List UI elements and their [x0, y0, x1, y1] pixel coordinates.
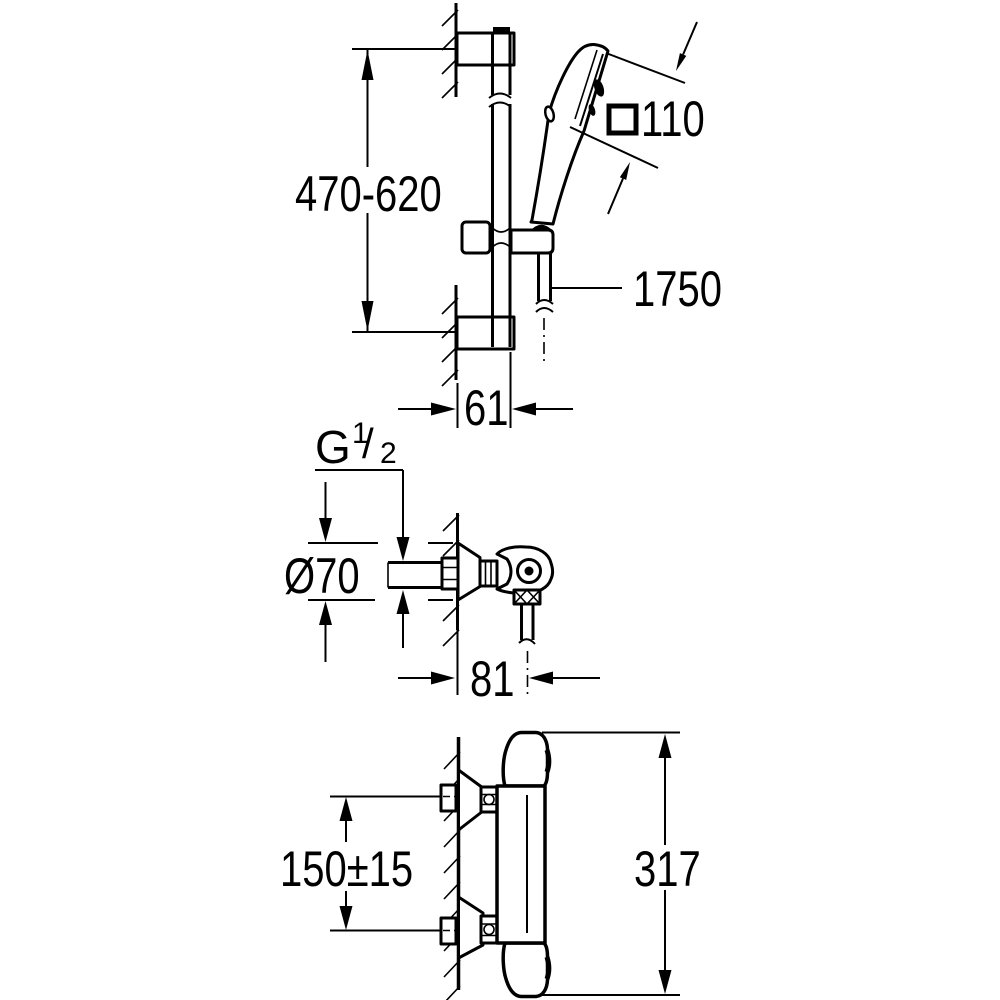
head-size-label: 110 — [641, 91, 705, 147]
thread-slash-label: / — [362, 420, 374, 467]
valve-hose-break — [518, 638, 536, 645]
shower-hose — [537, 253, 552, 301]
escutcheon-cone-bottom — [457, 895, 485, 960]
valve-hose — [520, 604, 535, 640]
shower-button — [543, 105, 556, 123]
supply-pipe — [388, 561, 442, 589]
hose-union-nut — [512, 588, 542, 606]
shower-face-line-2 — [574, 49, 598, 120]
hose-length-label: 1750 — [633, 261, 722, 317]
adjusting-collar — [478, 559, 499, 588]
holder-arm — [509, 228, 555, 255]
wall-offset-label: 61 — [464, 380, 508, 436]
thread-denominator-label: 2 — [380, 437, 397, 470]
slider-knob — [460, 220, 492, 255]
thermostat-side-view: 150±15 317 — [280, 730, 701, 1000]
inlet-nut-top — [439, 783, 458, 813]
hand-shower — [529, 42, 610, 226]
wall-hatching — [441, 9, 459, 387]
valve-side-view: G 1 / 2 Ø70 81 — [284, 417, 600, 707]
rosette-diameter-label: Ø70 — [284, 548, 360, 604]
hose-length-dimension: 1750 — [550, 261, 722, 317]
overall-height-dimension: 317 — [540, 731, 701, 996]
inlet-spacing-dimension: 150±15 — [280, 797, 413, 930]
rail-break-mark — [488, 92, 512, 108]
spray-detail-dot — [593, 79, 605, 97]
valve-outlet-dot — [524, 566, 534, 576]
rail-height-label: 470-620 — [295, 166, 442, 222]
rail-end-cap — [493, 27, 510, 34]
spray-detail-dot-2 — [588, 104, 596, 116]
handle-grip-bottom — [544, 956, 552, 980]
inlet-spacing-label: 150±15 — [280, 841, 413, 897]
shower-rail — [491, 34, 512, 347]
handle-grip-top — [544, 749, 552, 773]
valve-depth-label: 81 — [470, 651, 514, 707]
wall-offset-dimension: 61 — [398, 352, 573, 436]
rosette-diameter-dimension: Ø70 — [284, 482, 453, 662]
escutcheon-cone-top — [457, 768, 485, 832]
thread-numerator-label: 1 — [352, 417, 369, 450]
shower-rail-set-view: 110 470-620 1750 61 — [295, 3, 722, 436]
shower-face-line — [579, 53, 604, 127]
head-size-dimension: 110 — [569, 21, 705, 215]
valve-outlet-ring — [516, 558, 542, 584]
rail-mount-bottom — [455, 315, 516, 351]
escutcheon-cone — [456, 541, 482, 602]
valve-depth-dimension: 81 — [398, 651, 600, 707]
holder-cup — [530, 224, 552, 231]
wall-hatching-middle — [442, 514, 460, 647]
thermostat-body — [495, 784, 547, 945]
rail-mount-top — [455, 31, 516, 67]
square-dimension-icon — [606, 103, 639, 136]
hose-break-mark — [535, 299, 554, 313]
rail-height-dimension: 470-620 — [295, 48, 455, 333]
thermostat-handle-top — [501, 730, 550, 788]
overall-height-label: 317 — [634, 841, 701, 897]
thermostat-handle-bottom — [501, 941, 550, 999]
thread-dimension: G 1 / 2 — [315, 417, 410, 648]
thread-letter-label: G — [315, 421, 351, 473]
slider-grip-arcs — [491, 227, 511, 248]
wall-union-nut — [440, 556, 460, 591]
